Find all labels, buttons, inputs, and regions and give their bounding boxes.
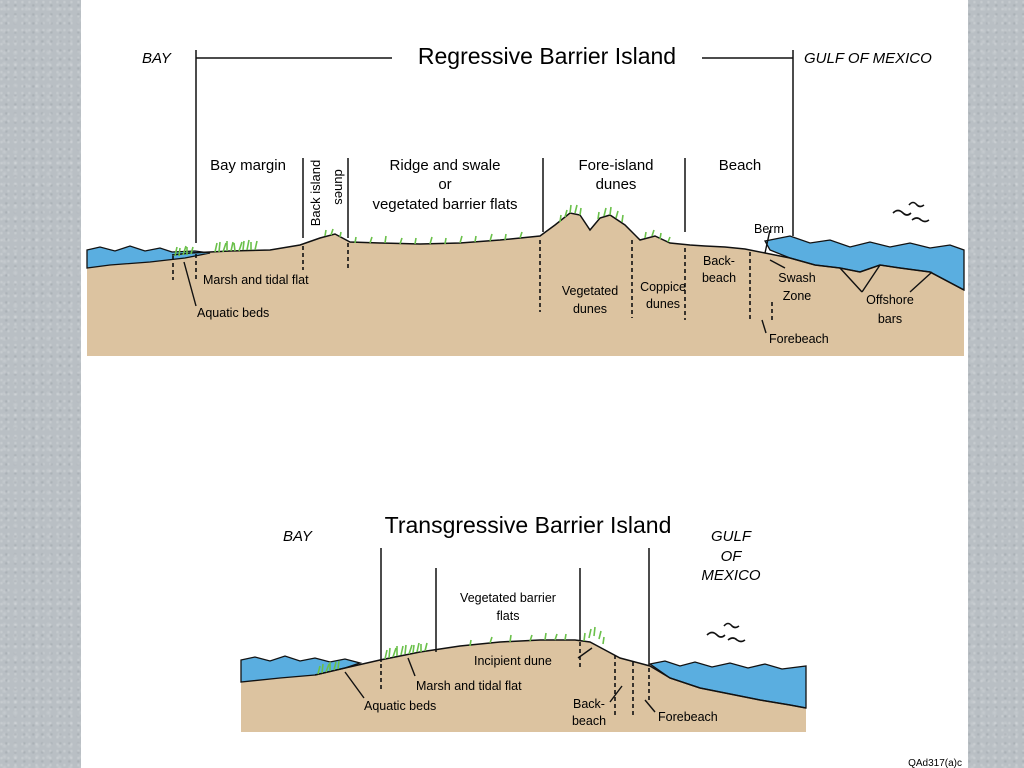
label-forebeach-bottom: Forebeach bbox=[658, 710, 718, 724]
label-ridge-swale-1: Ridge and swale bbox=[390, 157, 501, 174]
label-offshore-bars-2: bars bbox=[878, 312, 902, 326]
transgressive-bay-label: BAY bbox=[283, 528, 313, 545]
transgressive-gulf-label-3: MEXICO bbox=[701, 567, 761, 584]
regressive-dashed-markers bbox=[172, 240, 773, 322]
regressive-leader-lines bbox=[183, 229, 933, 334]
figure-code: QAd317(a)c bbox=[908, 758, 962, 768]
label-incipient-dune: Incipient dune bbox=[474, 654, 552, 668]
label-coppice-dunes-1: Coppice bbox=[640, 280, 686, 294]
label-backbeach-bottom-1: Back- bbox=[573, 697, 605, 711]
regressive-section: BAY Regressive Barrier Island GULF OF ME… bbox=[86, 43, 965, 356]
transgressive-vegetation bbox=[317, 626, 605, 675]
label-backbeach-bottom-2: beach bbox=[572, 714, 606, 728]
regressive-sand-body bbox=[87, 213, 964, 356]
label-swash-zone-1: Swash bbox=[778, 271, 816, 285]
label-marsh-tidal-flat-bottom: Marsh and tidal flat bbox=[416, 679, 522, 693]
regressive-zone-lines bbox=[195, 50, 794, 243]
label-swash-zone-2: Zone bbox=[783, 289, 812, 303]
regressive-vegetation bbox=[174, 204, 671, 257]
label-vegetated-dunes-2: dunes bbox=[573, 302, 607, 316]
transgressive-zone-lines bbox=[380, 548, 650, 665]
regressive-gulf-label: GULF OF MEXICO bbox=[804, 50, 932, 67]
transgressive-title: Transgressive Barrier Island bbox=[385, 512, 672, 538]
label-fore-island-1: Fore-island bbox=[578, 157, 653, 174]
transgressive-leader-lines bbox=[344, 647, 656, 713]
transgressive-dashed-markers bbox=[380, 642, 650, 718]
transgressive-ground-profile bbox=[314, 639, 807, 709]
label-coppice-dunes-2: dunes bbox=[646, 297, 680, 311]
label-vegetated-barrier-flats-2: flats bbox=[497, 609, 520, 623]
label-aquatic-beds-bottom: Aquatic beds bbox=[364, 699, 436, 713]
transgressive-sand-body bbox=[241, 640, 806, 732]
transgressive-gulf-label-1: GULF bbox=[711, 528, 752, 545]
slide-content-area bbox=[81, 0, 968, 768]
regressive-title: Regressive Barrier Island bbox=[418, 43, 676, 69]
label-back-island-dunes-1: Back island bbox=[308, 160, 323, 226]
transgressive-birds bbox=[706, 622, 746, 643]
transgressive-gulf-label-2: OF bbox=[721, 548, 743, 565]
label-back-island-dunes-2: dunes bbox=[332, 169, 347, 205]
label-vegetated-barrier-flats-1: Vegetated barrier bbox=[460, 591, 556, 605]
transgressive-section: BAY Transgressive Barrier Island GULF OF… bbox=[240, 512, 807, 732]
regressive-birds bbox=[892, 201, 930, 223]
label-forebeach: Forebeach bbox=[769, 332, 829, 346]
label-bay-margin: Bay margin bbox=[210, 157, 286, 174]
label-backbeach-2: beach bbox=[702, 271, 736, 285]
label-ridge-swale-3: vegetated barrier flats bbox=[372, 196, 517, 213]
regressive-ground-profile bbox=[171, 212, 965, 291]
regressive-bay-label: BAY bbox=[142, 50, 172, 67]
label-marsh-tidal-flat: Marsh and tidal flat bbox=[203, 273, 309, 287]
label-berm: Berm bbox=[754, 222, 784, 236]
label-beach: Beach bbox=[719, 157, 762, 174]
label-fore-island-2: dunes bbox=[596, 176, 637, 193]
label-backbeach-1: Back- bbox=[703, 254, 735, 268]
label-offshore-bars-1: Offshore bbox=[866, 293, 914, 307]
label-ridge-swale-2: or bbox=[438, 176, 451, 193]
label-vegetated-dunes-1: Vegetated bbox=[562, 284, 618, 298]
label-aquatic-beds: Aquatic beds bbox=[197, 306, 269, 320]
